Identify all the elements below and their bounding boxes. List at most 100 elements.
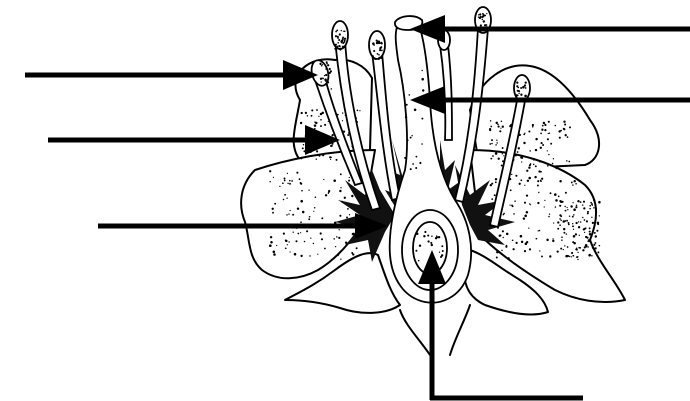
stipple-dot	[573, 229, 574, 230]
stipple-dot	[342, 120, 343, 121]
stipple-dot	[515, 175, 517, 177]
stipple-dot	[406, 139, 408, 141]
stipple-dot	[313, 211, 314, 212]
stipple-dot	[585, 227, 587, 229]
stipple-dot	[553, 222, 554, 223]
stipple-dot	[579, 235, 580, 236]
stipple-dot	[483, 20, 485, 22]
stipple-dot	[308, 189, 309, 190]
stipple-dot	[287, 244, 288, 245]
stipple-dot	[524, 250, 526, 252]
stipple-dot	[300, 221, 302, 223]
stipple-dot	[587, 240, 589, 242]
stipple-dot	[311, 109, 313, 111]
stipple-dot	[582, 217, 583, 218]
stipple-dot	[318, 116, 319, 117]
stipple-dot	[499, 130, 501, 132]
stipple-dot	[538, 230, 539, 231]
stipple-dot	[515, 242, 517, 244]
stipple-dot	[595, 235, 597, 237]
stipple-dot	[591, 203, 593, 205]
stipple-dot	[533, 164, 535, 166]
stipple-dot	[408, 94, 410, 96]
stipple-dot	[555, 206, 557, 208]
stipple-dot	[421, 70, 422, 71]
stipple-dot	[521, 161, 522, 162]
stipple-dot	[416, 232, 419, 235]
stipple-dot	[566, 160, 568, 162]
stipple-dot	[582, 249, 584, 251]
stipple-dot	[572, 255, 574, 257]
stipple-dot	[529, 248, 531, 250]
stipple-dot	[565, 134, 567, 136]
stipple-dot	[270, 236, 272, 238]
stipple-dot	[347, 208, 349, 210]
stipple-dot	[532, 124, 534, 126]
stipple-dot	[578, 221, 579, 222]
stipple-dot	[286, 214, 288, 216]
stipple-dot	[489, 143, 491, 145]
stipple-dot	[560, 248, 562, 250]
stipple-dot	[577, 200, 579, 202]
stipple-dot	[550, 192, 552, 194]
stipple-dot	[496, 142, 497, 143]
stalk-lines	[400, 305, 470, 355]
stipple-dot	[377, 53, 379, 55]
stipple-dot	[427, 235, 429, 237]
stipple-dot	[548, 154, 549, 155]
stipple-dot	[528, 227, 529, 228]
stipple-dot	[520, 156, 522, 158]
stipple-dot	[524, 84, 526, 86]
stipple-dot	[315, 122, 317, 124]
stipple-dot	[549, 132, 550, 133]
stipple-dot	[322, 154, 324, 156]
stipple-dot	[319, 155, 321, 157]
stipple-dot	[301, 112, 303, 114]
stipple-dot	[518, 93, 519, 94]
stipple-dot	[561, 239, 563, 241]
stipple-dot	[598, 201, 601, 204]
stipple-dot	[589, 227, 591, 229]
stipple-dot	[419, 244, 421, 246]
stipple-dot	[315, 196, 317, 198]
stipple-dot	[589, 254, 591, 256]
stipple-dot	[530, 204, 531, 205]
stipple-dot	[289, 210, 290, 211]
stipple-dot	[340, 173, 342, 175]
stipple-dot	[573, 214, 575, 216]
stipple-dot	[301, 190, 303, 192]
stipple-dot	[283, 233, 285, 235]
stipple-dot	[381, 50, 383, 52]
stipple-dot	[321, 81, 322, 82]
stipple-dot	[342, 112, 343, 113]
stipple-dot	[279, 186, 280, 187]
stipple-dot	[343, 31, 344, 32]
stipple-dot	[535, 138, 537, 140]
stipple-dot	[479, 13, 481, 15]
stipple-dot	[321, 217, 323, 219]
stipple-dot	[491, 198, 493, 200]
stipple-dot	[544, 206, 545, 207]
stipple-dot	[583, 201, 585, 203]
stipple-dot	[572, 223, 573, 224]
stipple-dot	[289, 183, 291, 185]
stipple-dot	[294, 253, 297, 256]
stipple-dot	[524, 132, 525, 133]
stipple-dot	[490, 158, 492, 160]
stipple-dot	[324, 248, 326, 250]
stipple-dot	[519, 183, 521, 185]
stipple-dot	[536, 238, 538, 240]
stipple-dot	[339, 48, 341, 50]
stipple-dot	[576, 248, 577, 249]
stipple-dot	[548, 216, 549, 217]
stipple-dot	[549, 255, 551, 257]
stipple-dot	[349, 214, 350, 215]
stipple-dot	[525, 87, 527, 89]
stipple-dot	[502, 147, 504, 149]
stipple-dot	[547, 165, 549, 167]
stipple-dot	[560, 220, 561, 221]
stipple-dot	[359, 110, 360, 111]
stipple-dot	[490, 126, 492, 128]
stipple-dot	[539, 161, 540, 162]
stipple-dot	[289, 180, 291, 182]
